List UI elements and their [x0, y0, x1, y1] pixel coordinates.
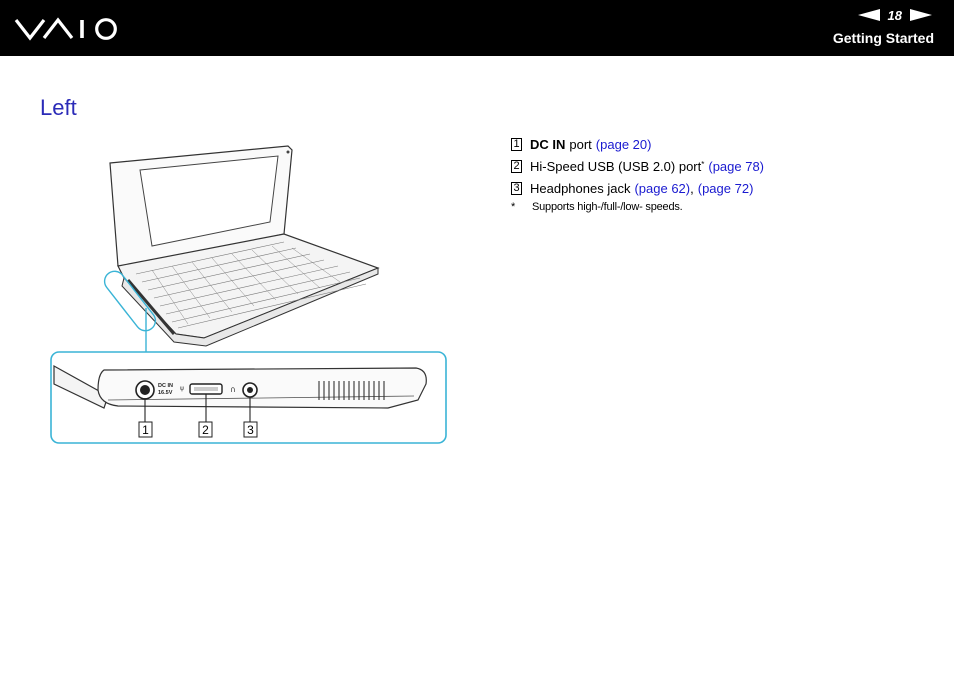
page-title: Left: [40, 95, 77, 120]
laptop-left-side-illustration: DC IN 16.5V ψ ∩ 1 2 3: [50, 145, 447, 444]
footnote-text: Supports high-/full-/low- speeds.: [532, 201, 683, 213]
list-item: 2 Hi-Speed USB (USB 2.0) port * (page 78…: [511, 155, 764, 177]
item-number: 1: [511, 137, 522, 151]
page-number: 18: [887, 7, 902, 23]
callout-2: 2: [198, 421, 213, 438]
callout-1: 1: [138, 421, 153, 438]
callout-3: 3: [243, 421, 258, 438]
item-number: 2: [511, 159, 522, 173]
item-bold-label: DC IN: [530, 136, 566, 152]
dc-in-port-label: DC IN: [158, 383, 173, 389]
page-link[interactable]: (page 72): [697, 180, 754, 196]
section-title: Getting Started: [832, 30, 934, 46]
svg-text:ψ: ψ: [180, 385, 184, 392]
item-text: port: [569, 136, 592, 152]
item-text: Hi-Speed USB (USB 2.0) port: [530, 158, 702, 174]
item-number: 3: [511, 181, 522, 195]
item-text: Headphones jack: [530, 180, 631, 196]
list-item: 3 Headphones jack (page 62), (page 72): [511, 177, 764, 199]
vaio-logo: [14, 17, 117, 41]
voltage-label: 16.5V: [158, 390, 173, 396]
next-page-arrow-icon[interactable]: [910, 9, 932, 21]
footnote-mark: *: [511, 201, 516, 213]
port-list: 1 DC IN port (page 20) 2 Hi-Speed USB (U…: [511, 133, 764, 213]
footnote-marker: *: [701, 159, 705, 169]
page-navigation: 18: [857, 7, 932, 23]
link-separator: ,: [690, 180, 694, 196]
svg-text:2: 2: [202, 423, 209, 437]
previous-page-arrow-icon[interactable]: [857, 9, 880, 21]
svg-text:1: 1: [142, 423, 149, 437]
svg-text:∩: ∩: [230, 385, 236, 394]
page-link[interactable]: (page 62): [634, 180, 691, 196]
footnote: * Supports high-/full-/low- speeds.: [511, 201, 764, 213]
page-link[interactable]: (page 20): [595, 136, 652, 152]
page-header: 18 Getting Started: [0, 0, 954, 56]
svg-text:3: 3: [247, 423, 254, 437]
list-item: 1 DC IN port (page 20): [511, 133, 764, 155]
page-link[interactable]: (page 78): [708, 158, 765, 174]
